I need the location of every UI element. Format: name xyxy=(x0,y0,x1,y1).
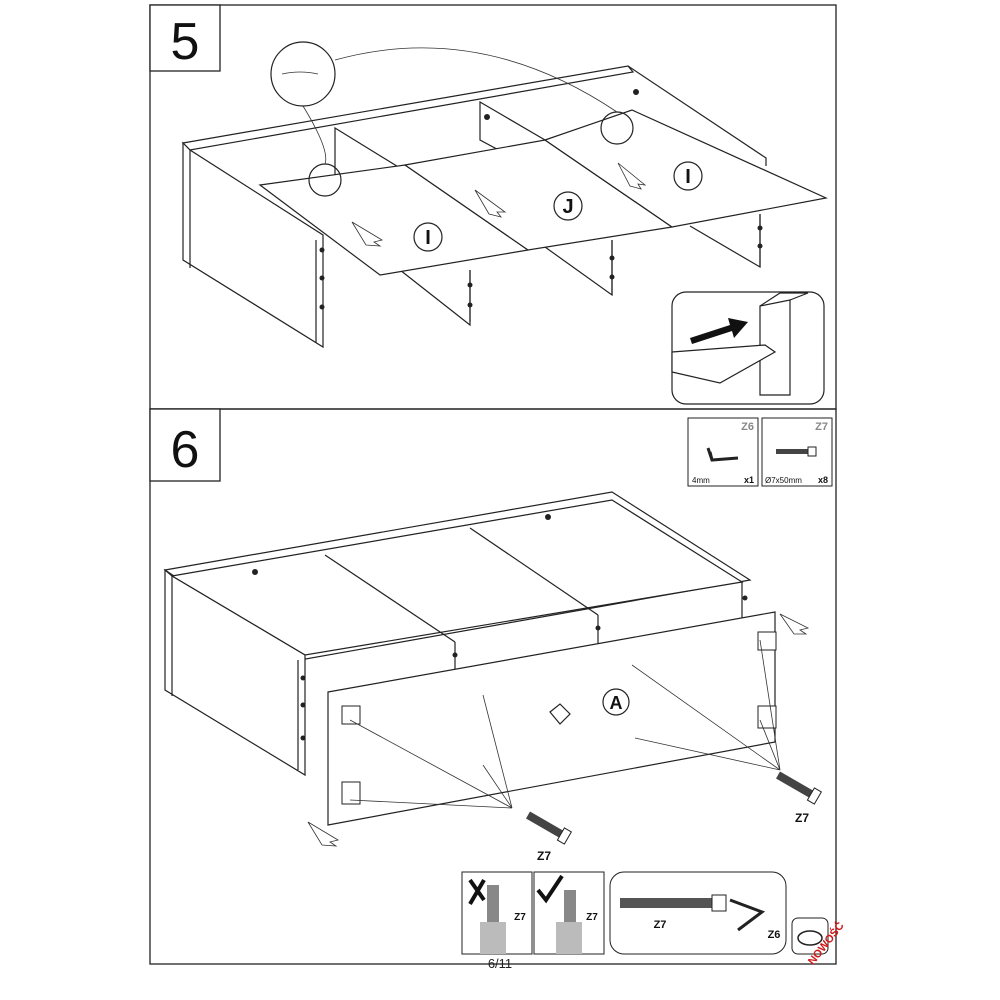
step-5-number: 5 xyxy=(171,13,200,71)
screw-label-z7-left: Z7 xyxy=(537,849,551,863)
step-5-carcass xyxy=(181,41,828,349)
part-label-i-left: I xyxy=(425,227,431,249)
step-5-number-box xyxy=(149,4,221,72)
hardware-z7-code: Z7 xyxy=(815,421,828,433)
hex-key-icon xyxy=(706,447,739,462)
page-number: 6/11 xyxy=(487,956,513,971)
step-6-number-box xyxy=(149,408,221,482)
check-icon xyxy=(536,874,564,904)
hardware-z7-size: Ø7x50mm xyxy=(765,476,802,485)
detail-tool-use xyxy=(609,871,787,955)
step-6-carcass xyxy=(163,491,823,847)
step-6-frame xyxy=(149,408,837,965)
detail-right-label: Z7 xyxy=(586,912,598,923)
hardware-z7-qty: x8 xyxy=(818,475,828,485)
cross-icon xyxy=(468,878,486,906)
hardware-z6-size: 4mm xyxy=(692,476,710,485)
part-label-a: A xyxy=(610,693,623,713)
step-5-detail-inset xyxy=(671,291,825,405)
detail-wrong-label: Z7 xyxy=(514,912,526,923)
screw-label-z7-right: Z7 xyxy=(795,811,809,825)
part-label-i-right: I xyxy=(685,166,691,188)
part-label-j: J xyxy=(562,196,573,218)
detail-wrong-way xyxy=(461,871,533,955)
hardware-z6-qty: x1 xyxy=(744,475,754,485)
hardware-z6-code: Z6 xyxy=(741,421,754,433)
step-6-number: 6 xyxy=(171,421,200,479)
detail-right-way xyxy=(533,871,605,955)
detail-tool-key-label: Z6 xyxy=(768,929,781,941)
rotate-instruction-icon xyxy=(791,917,829,955)
confirmat-screw-icon xyxy=(776,446,817,457)
hardware-z6-box xyxy=(687,417,759,487)
detail-tool-screw-label: Z7 xyxy=(654,919,667,931)
hardware-z7-box xyxy=(761,417,833,487)
